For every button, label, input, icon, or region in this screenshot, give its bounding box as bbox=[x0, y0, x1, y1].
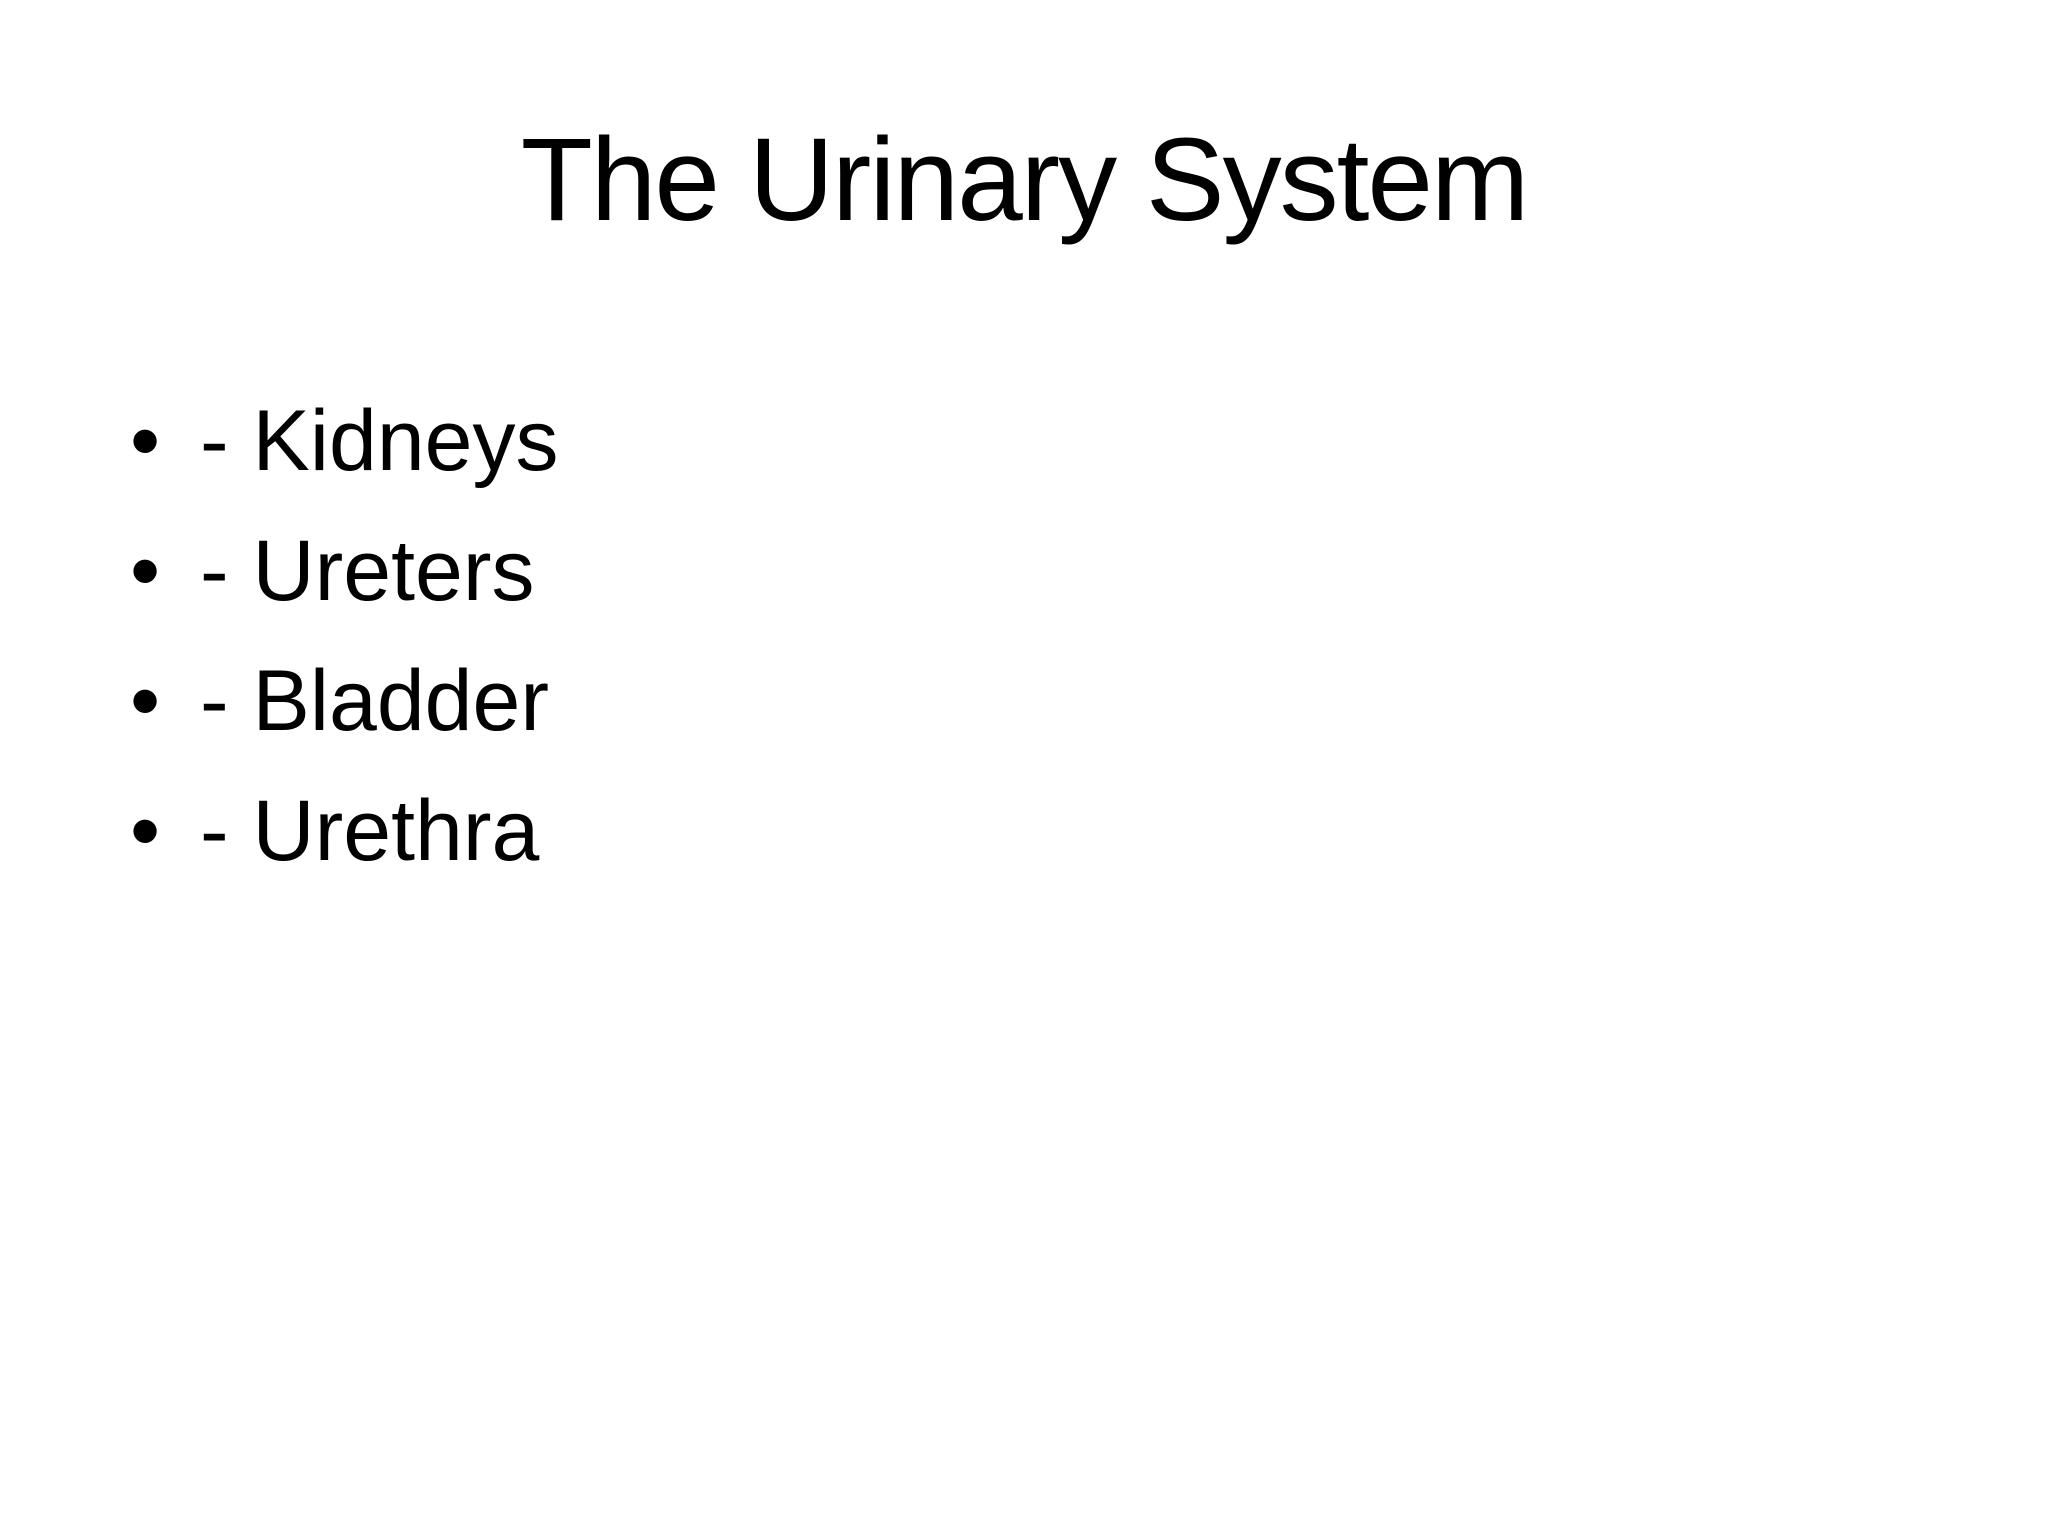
list-item: • - Kidneys bbox=[130, 376, 559, 506]
bullet-icon: • bbox=[130, 653, 161, 749]
bullet-text: - Kidneys bbox=[200, 393, 559, 489]
list-item: • - Urethra bbox=[130, 766, 559, 896]
bullet-text: - Bladder bbox=[200, 653, 549, 749]
bullet-text: - Urethra bbox=[200, 783, 540, 879]
bullet-text: - Ureters bbox=[200, 523, 535, 619]
slide-title: The Urinary System bbox=[520, 114, 1530, 246]
bullet-icon: • bbox=[130, 783, 161, 879]
bullet-list: • - Kidneys • - Ureters • - Bladder • - … bbox=[130, 376, 559, 896]
list-item: • - Bladder bbox=[130, 636, 559, 766]
list-item: • - Ureters bbox=[130, 506, 559, 636]
bullet-icon: • bbox=[130, 523, 161, 619]
bullet-icon: • bbox=[130, 393, 161, 489]
